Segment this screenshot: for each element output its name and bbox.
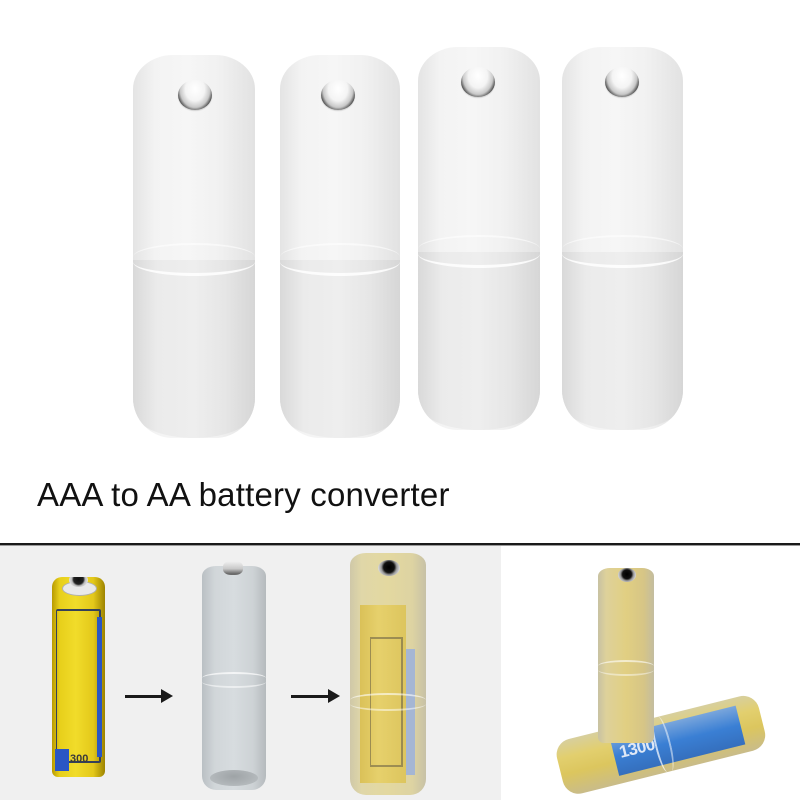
battery-blue-stripe [406,649,415,775]
converter-base [210,770,258,786]
battery-terminal-icon [69,577,88,587]
converter-seam [598,660,654,676]
contact-nub-icon [178,80,212,110]
arrow-right-icon [125,689,173,703]
contact-nub-icon [223,561,243,575]
hero-product-image [133,47,683,438]
contact-nub-icon [378,560,400,576]
filled-converter [350,553,426,795]
product-caption: AAA to AA battery converter [37,476,450,513]
converter-seam [202,672,266,688]
converter-shell-2 [280,55,400,438]
empty-converter [202,566,266,790]
contact-nub-icon [461,67,495,97]
aaa-battery: 300 [52,577,105,777]
converter-shell-4 [562,47,683,430]
battery-label-frame [56,609,101,763]
section-divider [0,543,800,545]
converter-seam [350,693,426,711]
converter-shell-1 [133,55,255,438]
contact-nub-icon [605,67,639,97]
contact-nub-icon [321,80,355,110]
arrow-right-icon [291,689,340,703]
standing-converted-battery [598,568,654,743]
converter-shell-3 [418,47,540,430]
section-divider-shadow [0,545,800,546]
battery-blue-foot [55,749,69,771]
contact-nub-icon [618,568,636,582]
battery-capacity-label: 300 [70,753,89,765]
battery-blue-stripe [97,617,102,757]
